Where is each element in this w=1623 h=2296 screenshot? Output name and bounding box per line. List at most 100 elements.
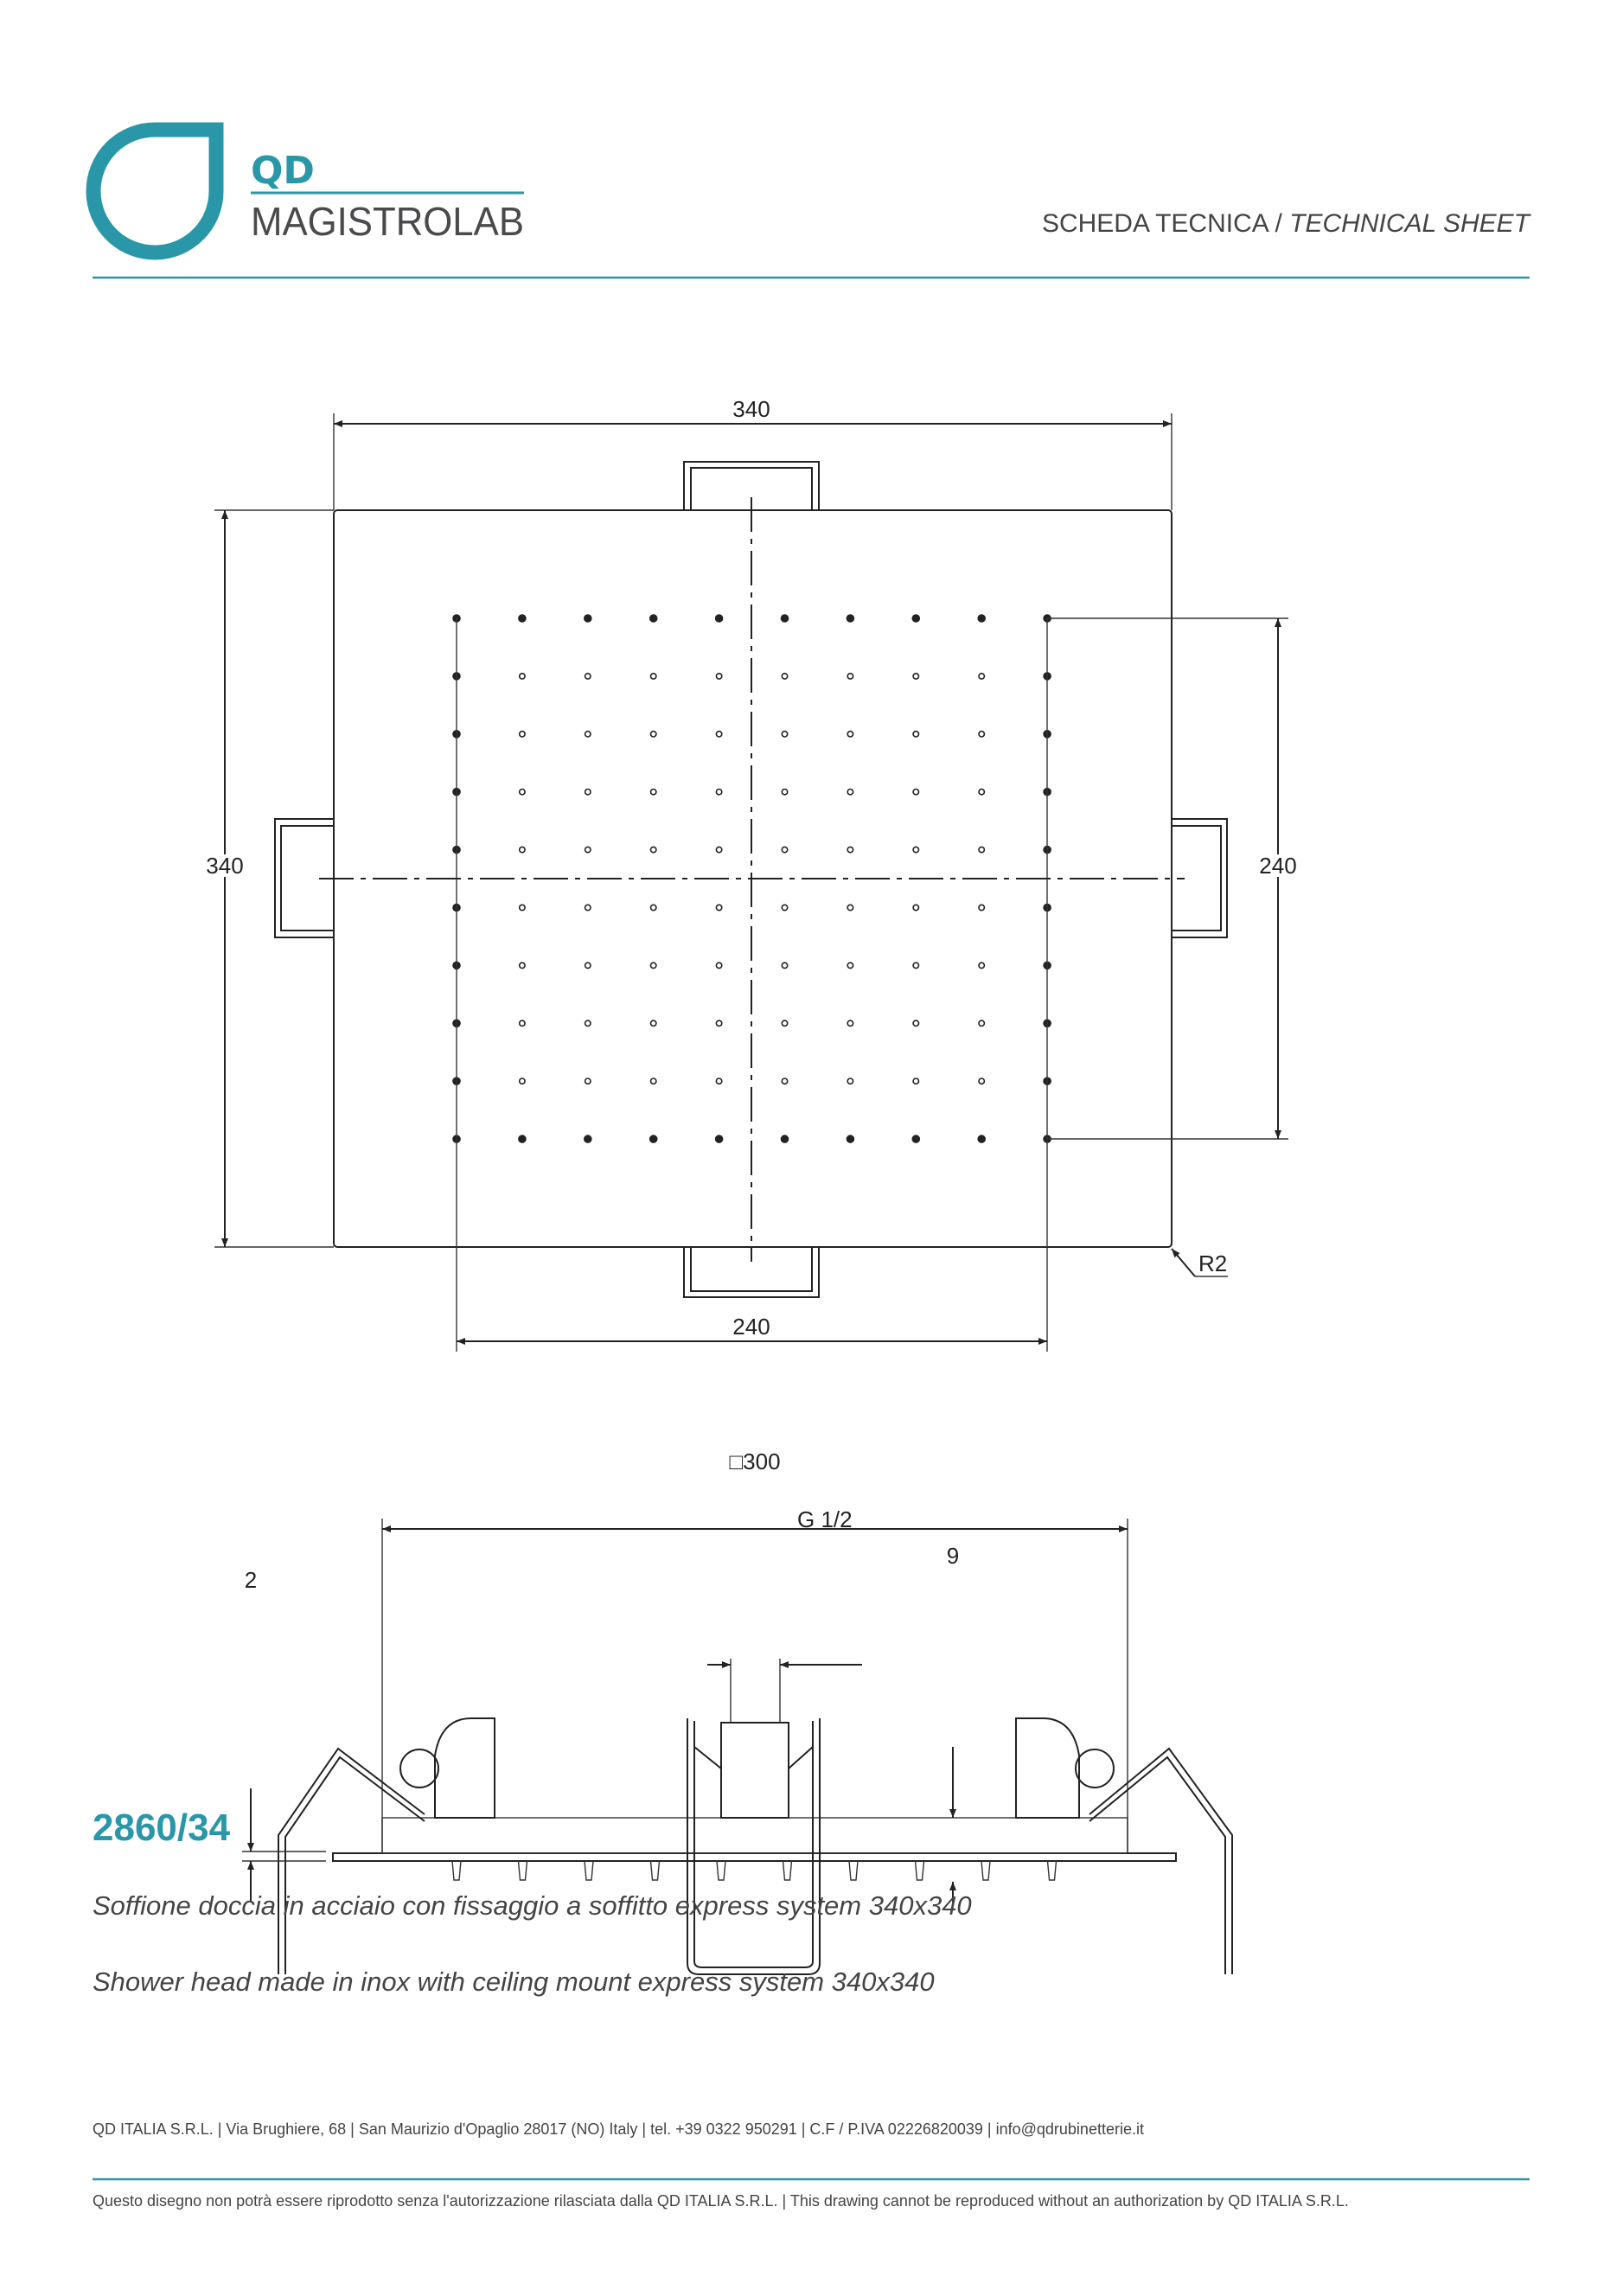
nozzle — [583, 1135, 592, 1143]
nozzle — [584, 672, 591, 680]
nozzle — [649, 1020, 657, 1027]
side-nozzle — [782, 1860, 793, 1881]
nozzle — [649, 672, 657, 680]
footer-company-info: QD ITALIA S.R.L. | Via Brughiere, 68 | S… — [93, 2120, 1144, 2138]
nozzle — [978, 672, 986, 680]
nozzle — [781, 846, 789, 854]
nozzle — [649, 1078, 657, 1085]
nozzle — [518, 614, 527, 623]
nozzle — [518, 1078, 526, 1085]
nozzle — [518, 730, 526, 738]
nozzle — [847, 1020, 854, 1027]
sheet-title-separator: / — [1275, 209, 1282, 238]
dim-height-9: 9 — [947, 1543, 959, 1569]
nozzle — [911, 1135, 921, 1143]
nozzle — [715, 1020, 723, 1027]
nozzle — [518, 904, 526, 911]
nozzle — [518, 846, 526, 854]
nozzle — [583, 614, 592, 623]
nozzle — [912, 672, 920, 680]
dim-plate-2: 2 — [245, 1567, 257, 1593]
nozzle — [911, 614, 921, 623]
nozzle — [912, 904, 920, 911]
nozzle — [584, 788, 591, 796]
nozzle — [584, 730, 591, 738]
side-nozzle — [649, 1860, 661, 1881]
nozzle — [780, 1135, 789, 1143]
nozzle — [715, 962, 723, 969]
nozzle — [912, 846, 920, 854]
nozzle — [715, 730, 723, 738]
side-nozzle — [716, 1860, 726, 1881]
nozzle — [781, 672, 789, 680]
side-nozzle — [848, 1860, 859, 1881]
nozzle — [978, 904, 986, 911]
nozzle — [649, 846, 657, 854]
nozzle — [584, 1020, 591, 1027]
nozzle — [781, 788, 789, 796]
nozzle — [649, 904, 657, 911]
dim-width-340: 340 — [732, 396, 770, 422]
nozzle — [978, 962, 986, 969]
nozzle — [714, 614, 724, 623]
nozzle — [715, 672, 723, 680]
top-view-drawing: 340 340 240 240 R2 — [202, 396, 1300, 1352]
brand-logo: QD MAGISTROLAB — [86, 122, 524, 260]
side-nozzles — [451, 1860, 1058, 1881]
nozzle — [978, 1020, 986, 1027]
nozzle — [912, 962, 920, 969]
nozzle — [584, 962, 591, 969]
nozzle — [977, 614, 986, 623]
nozzle — [649, 788, 657, 796]
nozzle — [715, 904, 723, 911]
side-view-drawing: □300 G 1/2 9 2 — [242, 1449, 1233, 1975]
nozzle — [781, 1020, 789, 1027]
side-nozzle — [1046, 1860, 1058, 1881]
nozzle — [847, 846, 854, 854]
nozzle — [584, 904, 591, 911]
sheet-title-en: TECHNICAL SHEET — [1289, 209, 1530, 238]
nozzle — [584, 846, 591, 854]
nozzle — [978, 788, 986, 796]
sheet-title-it: SCHEDA TECNICA — [1041, 209, 1268, 238]
nozzle — [715, 1078, 723, 1085]
nozzle — [584, 1078, 591, 1085]
sheet-title: SCHEDA TECNICA / TECHNICAL SHEET — [1042, 209, 1530, 239]
nozzle — [847, 1078, 854, 1085]
footer-disclaimer: Questo disegno non potrà essere riprodot… — [93, 2192, 1349, 2210]
nozzle — [715, 788, 723, 796]
nozzle — [715, 846, 723, 854]
logo-magistrolab: MAGISTROLAB — [251, 199, 524, 244]
nozzle — [977, 1135, 986, 1143]
nozzle — [649, 962, 657, 969]
nozzle-grid — [452, 614, 1051, 1143]
nozzle — [978, 730, 986, 738]
side-nozzle — [981, 1860, 991, 1881]
side-nozzle — [517, 1860, 528, 1881]
nozzle — [847, 904, 854, 911]
nozzle — [912, 730, 920, 738]
nozzle — [912, 788, 920, 796]
side-nozzle — [451, 1860, 462, 1881]
nozzle — [912, 1078, 920, 1085]
side-nozzle — [914, 1860, 925, 1881]
nozzle — [781, 904, 789, 911]
nozzle — [518, 1135, 527, 1143]
dim-thread-g12: G 1/2 — [797, 1506, 853, 1532]
nozzle — [518, 672, 526, 680]
dim-height-340: 340 — [206, 853, 243, 879]
nozzle — [846, 1135, 855, 1143]
dim-grid-width-240: 240 — [732, 1314, 770, 1340]
dim-grid-height-240: 240 — [1259, 853, 1296, 879]
product-description-en: Shower head made in inox with ceiling mo… — [93, 1967, 935, 1997]
side-nozzle — [584, 1860, 594, 1881]
nozzle — [518, 788, 526, 796]
nozzle — [847, 672, 854, 680]
nozzle — [714, 1135, 724, 1143]
nozzle — [847, 962, 854, 969]
nozzle — [978, 1078, 986, 1085]
nozzle — [978, 846, 986, 854]
dim-radius-r2: R2 — [1198, 1250, 1227, 1276]
nozzle — [649, 614, 658, 623]
